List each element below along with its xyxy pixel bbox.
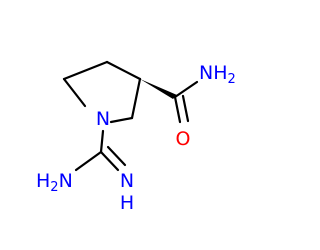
amidine-nh-hydrogen-label: H: [120, 192, 134, 214]
amide-co-bond-1: [173, 95, 182, 124]
amidine-n-symbol: N: [59, 170, 73, 192]
amide-oxygen-label: O: [176, 128, 191, 150]
ring-bond-c5-c4: [62, 60, 109, 81]
n1-amidine-c-bond: [99, 129, 105, 154]
ring-nitrogen-symbol: N: [96, 108, 110, 130]
amide-nh-symbol: NH: [199, 62, 228, 84]
amidine-nh-n-symbol: N: [120, 170, 134, 192]
amidine-h-symbol: H: [36, 170, 50, 192]
ring-nitrogen-label: N: [96, 108, 110, 130]
amide-nh2-label: NH2: [199, 62, 236, 87]
stereo-wedge-bond: [140, 79, 177, 99]
amidine-cn-bond-2: [106, 145, 127, 167]
amidine-subscript: 2: [50, 180, 58, 195]
amidine-nh-label: N: [120, 170, 134, 192]
ring-bond-c5-n1: [62, 77, 87, 108]
amide-subscript: 2: [228, 72, 236, 87]
amide-co-bond-2: [181, 94, 190, 123]
amide-oxygen-symbol: O: [176, 128, 191, 150]
ring-bond-c4-c3: [105, 60, 142, 81]
ring-bond-c3-c2: [130, 77, 142, 120]
amidine-nh2-label: H2N: [36, 170, 73, 195]
amidine-c-nh2-bond: [74, 150, 103, 172]
amidine-cn-bond-1: [99, 150, 120, 172]
amidine-nh-h-symbol: H: [120, 192, 134, 214]
amide-c-n-bond: [173, 80, 199, 99]
molecule-structure: N NH2 O H2N N H: [36, 60, 236, 214]
ring-bond-c2-n1: [109, 116, 134, 124]
